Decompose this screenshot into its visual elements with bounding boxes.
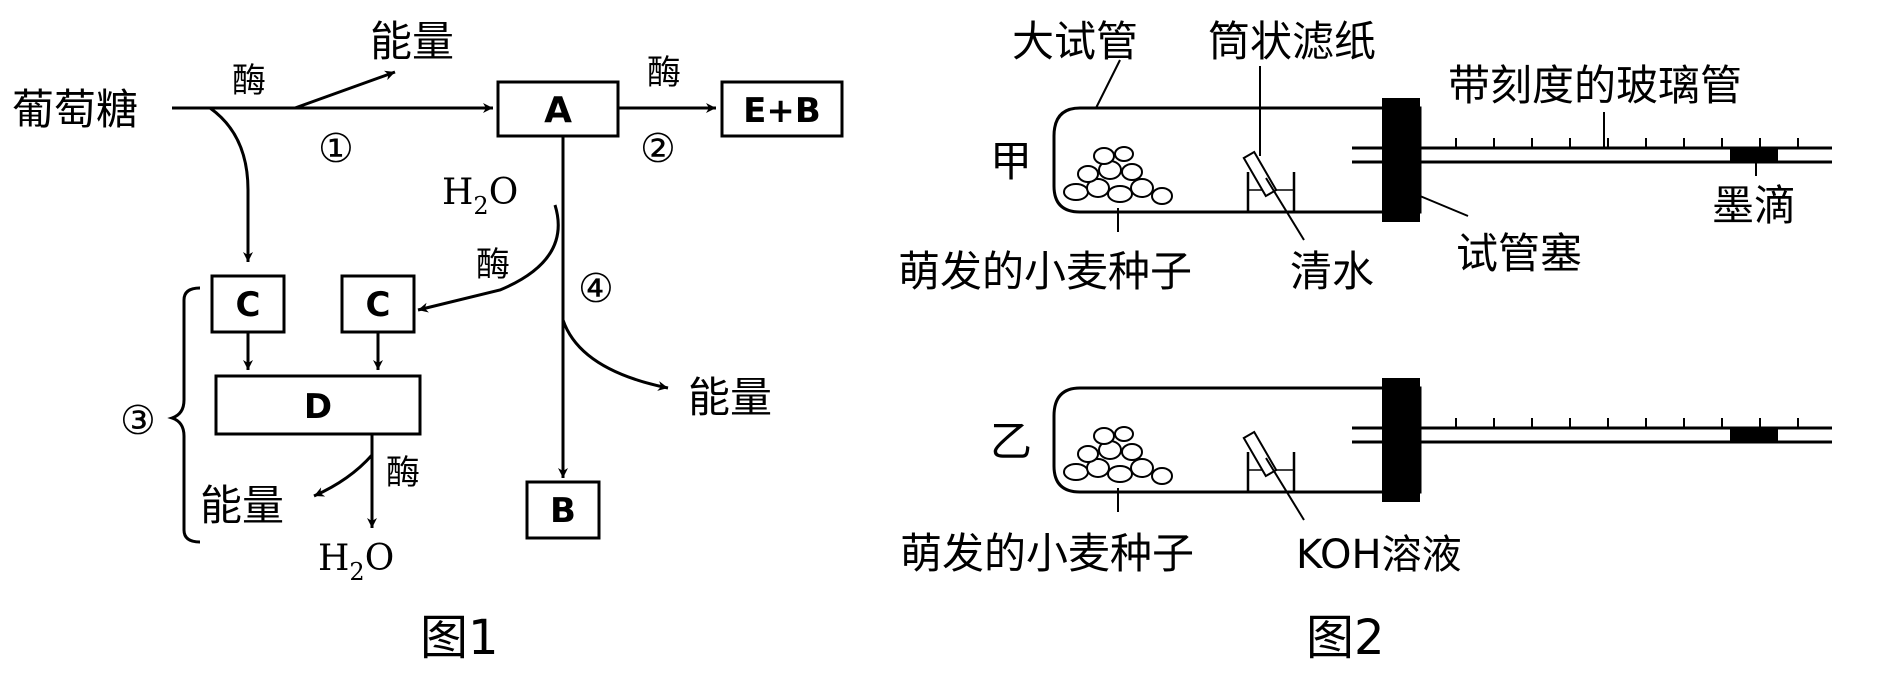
step3-label: ③ xyxy=(120,398,156,444)
arrow-energy-top xyxy=(294,70,396,110)
tube-jia xyxy=(1052,59,1832,241)
water-label: 清水 xyxy=(1290,247,1374,296)
arrow-glucose-to-C-left xyxy=(209,106,253,262)
filter-paper-jia xyxy=(1242,150,1278,198)
jia-label: 甲 xyxy=(990,137,1032,186)
energy-label-top: 能量 xyxy=(370,17,454,66)
seeds-label-yi: 萌发的小麦种子 xyxy=(900,529,1194,578)
box-C-left-label: C xyxy=(236,285,261,325)
ink-drop-label: 墨滴 xyxy=(1712,181,1796,230)
scale-ticks-jia xyxy=(1455,138,1799,148)
box-B xyxy=(525,480,601,540)
ink-drop-yi xyxy=(1730,428,1778,442)
yi-label: 乙 xyxy=(990,417,1032,466)
filter-paper-yi xyxy=(1242,430,1278,478)
step2-label: ② xyxy=(640,126,676,172)
h2o-label-bottom: H2O xyxy=(318,538,394,586)
step1-label: ① xyxy=(318,126,354,172)
box-C-left xyxy=(210,274,286,334)
box-C-right-label: C xyxy=(366,285,391,325)
figure-2: 大试管 筒状滤纸 带刻度的玻璃管 甲 墨滴 试管塞 萌发的小麦种子 清水 乙 萌… xyxy=(898,17,1832,666)
seeds-jia xyxy=(1063,146,1173,205)
stopper-label: 试管塞 xyxy=(1456,229,1582,278)
seeds-label-jia: 萌发的小麦种子 xyxy=(898,247,1192,296)
glass-tube-label: 带刻度的玻璃管 xyxy=(1448,61,1742,110)
filter-paper-label: 筒状滤纸 xyxy=(1208,17,1376,66)
enzyme-label-2: 酶 xyxy=(647,53,681,93)
brace-step3 xyxy=(167,286,201,544)
big-tube-label: 大试管 xyxy=(1012,17,1138,66)
koh-label: KOH溶液 xyxy=(1296,532,1462,578)
stopper-jia xyxy=(1382,98,1420,222)
glucose-label: 葡萄糖 xyxy=(12,85,138,134)
tube-yi xyxy=(1052,378,1832,521)
enzyme-label-1: 酶 xyxy=(232,61,266,101)
enzyme-label-3: 酶 xyxy=(476,245,510,285)
box-D-label: D xyxy=(304,387,332,427)
box-EB-label: E+B xyxy=(743,91,821,131)
arrow-energy-right xyxy=(561,319,669,391)
stopper-yi xyxy=(1382,378,1420,502)
box-A-label: A xyxy=(544,90,572,131)
arrow-to-C-right xyxy=(417,204,560,313)
beaker-jia xyxy=(1246,172,1296,214)
ink-drop-jia xyxy=(1730,148,1778,162)
beaker-yi xyxy=(1246,452,1296,494)
figure2-caption: 图2 xyxy=(1306,610,1385,666)
enzyme-label-4: 酶 xyxy=(386,453,420,493)
seeds-yi xyxy=(1063,426,1173,485)
energy-label-bottom: 能量 xyxy=(200,481,284,530)
step4-label: ④ xyxy=(578,266,614,312)
figure1-caption: 图1 xyxy=(420,610,499,666)
box-D xyxy=(214,374,422,436)
energy-label-right: 能量 xyxy=(688,373,772,422)
arrow-D-to-energy xyxy=(313,454,374,498)
scale-ticks-yi xyxy=(1455,418,1799,428)
box-B-label: B xyxy=(550,491,576,531)
figure-1: A E+B C C D B 葡萄糖 酶 xyxy=(12,17,844,666)
box-EB xyxy=(720,80,844,138)
h2o-label-top: H2O xyxy=(442,172,518,220)
